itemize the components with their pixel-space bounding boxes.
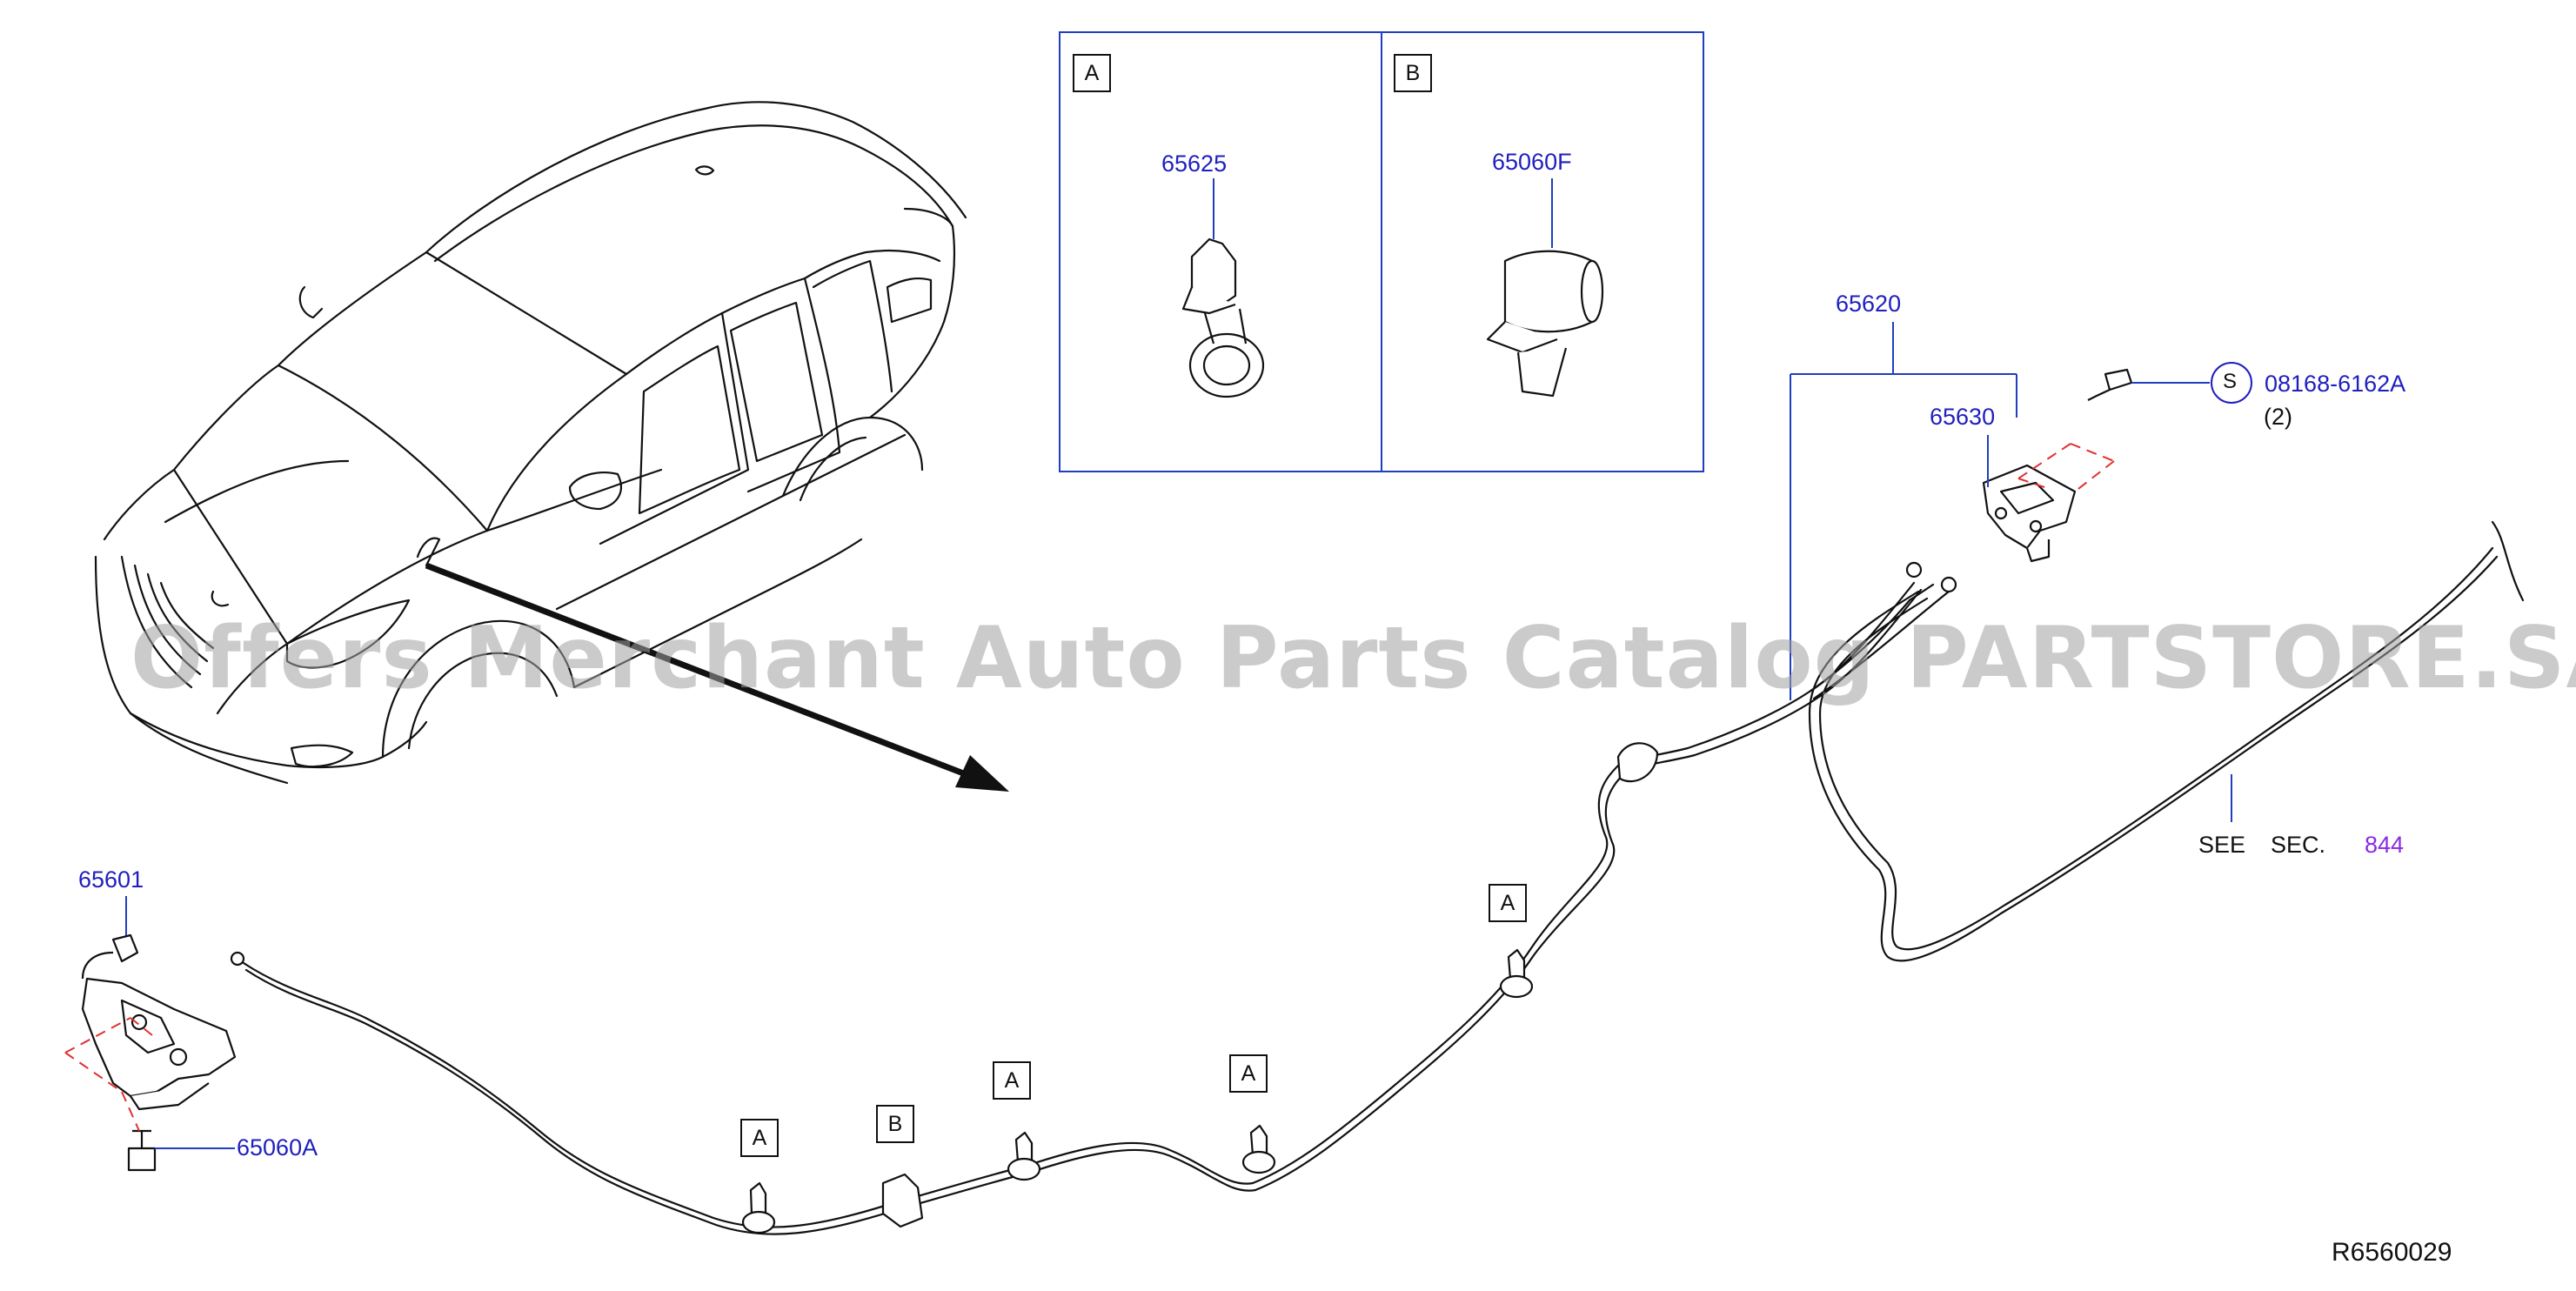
- s-symbol-circle: [2211, 362, 2252, 404]
- hood-latch-65601-drawing: [81, 896, 237, 1172]
- cable-callout-a-1: A: [740, 1119, 779, 1157]
- cable-callout-a-4: A: [1489, 884, 1527, 922]
- cable-clip-a-1: [741, 1181, 776, 1234]
- quantity-label: (2): [2264, 404, 2292, 430]
- cable-clips: [741, 948, 1534, 1234]
- s-symbol-label: S: [2223, 370, 2238, 393]
- part-number-65601[interactable]: 65601: [78, 866, 144, 893]
- car-illustration: [94, 101, 967, 785]
- cable-clip-a-3: [1241, 1124, 1276, 1174]
- part-number-65630[interactable]: 65630: [1930, 404, 1996, 430]
- cable-callout-a-3: A: [1229, 1054, 1268, 1093]
- part-number-65620[interactable]: 65620: [1836, 291, 1902, 317]
- cable-callout-a-2: A: [993, 1061, 1031, 1100]
- part-number-65625[interactable]: 65625: [1161, 151, 1228, 177]
- watermark: Offers Merchant Auto Parts Catalog PARTS…: [130, 609, 2576, 708]
- hood-release-cable: [230, 520, 2525, 1235]
- opener-guide-lines: [2017, 443, 2115, 492]
- clip-65625-drawing: [1181, 178, 1265, 398]
- part-number-65060F[interactable]: 65060F: [1492, 149, 1572, 175]
- direction-arrow: [425, 562, 1009, 792]
- cable-clip-a-4: [1499, 948, 1534, 999]
- part-number-65060A[interactable]: 65060A: [237, 1134, 318, 1161]
- inset-callout-a: A: [1073, 54, 1111, 92]
- diagram-id: R6560029: [2332, 1238, 2452, 1267]
- cable-clip-a-2: [1007, 1131, 1041, 1181]
- section-844-link[interactable]: 844: [2365, 832, 2405, 858]
- cable-callout-b-1: B: [876, 1105, 914, 1143]
- part-number-08168-6162A[interactable]: 08168-6162A: [2265, 371, 2406, 397]
- inset-callout-b: B: [1394, 54, 1432, 92]
- hood-opener-65630-drawing: [1982, 368, 2133, 563]
- latch-guide-lines: [64, 1017, 153, 1132]
- sec-label: SEC.: [2271, 832, 2326, 858]
- see-label: SEE: [2198, 832, 2246, 858]
- cable-clip-b-1: [881, 1173, 924, 1228]
- leader-lines: [1790, 322, 2232, 822]
- clip-65060F-drawing: [1486, 178, 1604, 398]
- inset-panels: [1059, 31, 1704, 472]
